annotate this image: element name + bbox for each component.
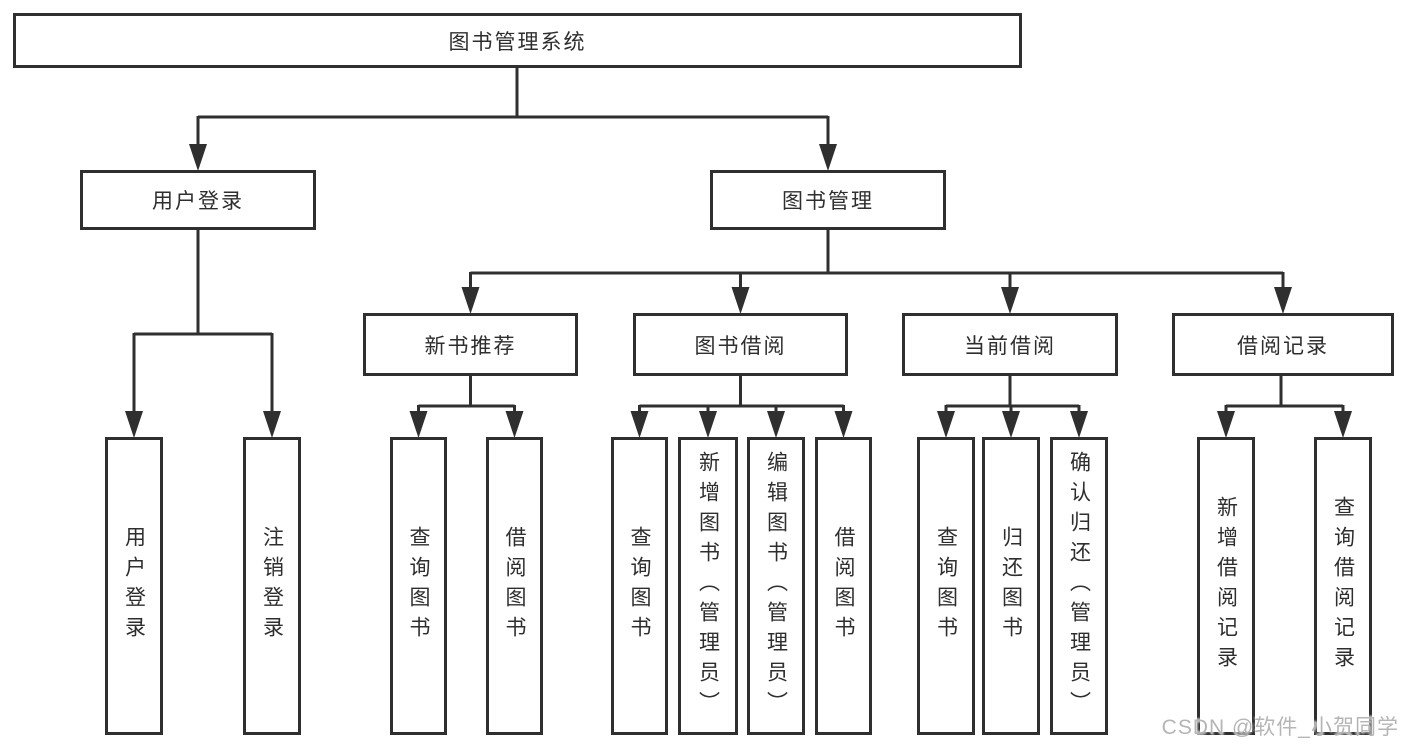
- leaf-label: 编辑图书（管理员）: [764, 451, 788, 721]
- leaf-label: 新增借阅记录: [1214, 496, 1238, 676]
- leaf-label: 用户登录: [122, 526, 146, 646]
- node-user-login: 用户登录: [80, 170, 316, 230]
- leaf-label: 查询图书: [407, 526, 430, 646]
- leaf-label: 查询图书: [934, 526, 958, 646]
- leaf-label: 确认归还（管理员）: [1067, 451, 1091, 721]
- node-book-management: 图书管理: [710, 170, 946, 230]
- leaf-label: 查询借阅记录: [1331, 496, 1355, 676]
- node-label: 当前借阅: [964, 334, 1056, 358]
- node-book-borrowing: 图书借阅: [633, 313, 848, 376]
- leaf-edit-books-admin: 编辑图书（管理员）: [747, 437, 805, 735]
- leaf-label: 归还图书: [999, 526, 1023, 646]
- node-new-book-recommend: 新书推荐: [363, 313, 578, 376]
- leaf-query-books-current: 查询图书: [917, 437, 975, 735]
- leaf-label: 借阅图书: [832, 526, 855, 646]
- leaf-return-books: 归还图书: [982, 437, 1040, 735]
- leaf-label: 注销登录: [260, 526, 284, 646]
- leaf-logout: 注销登录: [243, 437, 301, 735]
- node-label: 新书推荐: [424, 334, 517, 358]
- leaf-borrow-books-recommend: 借阅图书: [486, 437, 543, 735]
- leaf-confirm-return-admin: 确认归还（管理员）: [1050, 437, 1108, 735]
- leaf-query-books-recommend: 查询图书: [390, 437, 447, 735]
- leaf-label: 查询图书: [628, 526, 651, 646]
- leaf-add-books-admin: 新增图书（管理员）: [678, 437, 738, 735]
- node-label: 图书管理: [782, 190, 874, 213]
- node-label: 用户登录: [152, 190, 244, 213]
- leaf-borrow-books: 借阅图书: [815, 437, 872, 735]
- leaf-query-borrow-record: 查询借阅记录: [1314, 437, 1372, 735]
- leaf-label: 新增图书（管理员）: [696, 451, 720, 721]
- node-label: 图书借阅: [694, 334, 787, 358]
- csdn-watermark: CSDN @软件_小贺同学: [1161, 716, 1399, 739]
- leaf-query-books-borrowing: 查询图书: [611, 437, 668, 735]
- node-library-system: 图书管理系统: [13, 13, 1022, 68]
- node-label: 借阅记录: [1237, 334, 1329, 358]
- leaf-label: 借阅图书: [503, 526, 526, 646]
- node-current-borrowing: 当前借阅: [902, 313, 1118, 376]
- leaf-add-borrow-record: 新增借阅记录: [1197, 437, 1255, 735]
- node-label: 图书管理系统: [448, 30, 587, 54]
- leaf-user-login: 用户登录: [105, 437, 163, 735]
- node-borrow-records: 借阅记录: [1172, 313, 1394, 376]
